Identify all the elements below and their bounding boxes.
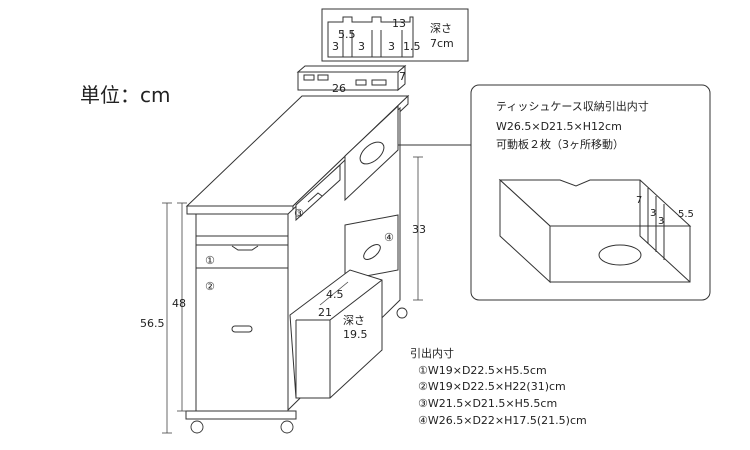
- marker-drawer-4: ④: [384, 231, 394, 244]
- bin-depth-value: 19.5: [343, 328, 368, 341]
- box-back-edge: [639, 180, 691, 283]
- inset-dim-3c: 3: [388, 40, 395, 53]
- box-dim-3b: 3: [658, 216, 664, 227]
- drawer-2-handle: [231, 325, 253, 333]
- callout-size: W26.5×D21.5×H12cm: [496, 120, 622, 133]
- inset-tray-outline: [327, 16, 414, 58]
- inner-dims-title: 引出内寸: [410, 346, 454, 360]
- inset-dim-1-5: 1.5: [403, 40, 421, 53]
- box-front: [549, 225, 691, 283]
- unit-label: 単位：cm: [80, 83, 170, 107]
- inner-dims-item-1: ①W19×D22.5×H5.5cm: [418, 364, 547, 377]
- inset-dim-5-5: 5.5: [338, 28, 356, 41]
- drawer-4-front: [344, 214, 399, 281]
- box-dim-5-5: 5.5: [678, 209, 694, 220]
- inner-dims-item-3: ③W21.5×D21.5×H5.5cm: [418, 397, 557, 410]
- dim-56-5-label: 56.5: [140, 317, 165, 330]
- bin-depth-label: 深さ: [343, 314, 365, 327]
- tissue-box-callout: ティッシュケース収納引出内寸 W26.5×D21.5×H12cm 可動板２枚（3…: [470, 84, 711, 301]
- top-tray-side: [397, 64, 406, 92]
- drawer-4-handle: [363, 244, 381, 260]
- marker-drawer-1: ①: [205, 254, 215, 267]
- inset-frame: [321, 8, 469, 62]
- top-tray-slot-3: [355, 79, 367, 86]
- wheel-front-left: [190, 420, 204, 434]
- inner-dimensions-list: 引出内寸 ①W19×D22.5×H5.5cm ②W19×D22.5×H22(31…: [410, 346, 587, 427]
- top-tray-slot-2: [317, 74, 329, 81]
- top-height-label: 7: [399, 70, 406, 83]
- inner-dims-item-4: ④W26.5×D22×H17.5(21.5)cm: [418, 414, 587, 427]
- inset-dim-3a: 3: [332, 40, 339, 53]
- drawer-1-handle: [231, 245, 259, 251]
- tissue-opening: [359, 141, 385, 165]
- top-tray-top: [296, 65, 407, 73]
- box-dim-7: 7: [636, 195, 642, 206]
- inset-depth-value: 7cm: [430, 37, 454, 50]
- top-width-label: 26: [332, 82, 346, 95]
- inset-dim-3b: 3: [358, 40, 365, 53]
- cabinet-top-edge: [186, 205, 294, 215]
- dim-4-5-label: 4.5: [326, 288, 344, 301]
- inset-width: 13: [392, 17, 406, 30]
- dim-33-label: 33: [412, 223, 426, 236]
- top-tray-inset: 13 5.5 3 3 3 1.5 深さ 7cm: [321, 8, 469, 62]
- dim-21-label: 21: [318, 306, 332, 319]
- cabinet-left-body: [195, 213, 289, 412]
- callout-title: ティッシュケース収納引出内寸: [496, 99, 649, 113]
- box-tissue-opening: [598, 244, 642, 266]
- box-dim-3a: 3: [650, 208, 656, 219]
- wheel-front-right: [280, 420, 294, 434]
- cabinet-drawing: 26 7 ① ②: [140, 64, 472, 434]
- marker-drawer-2: ②: [205, 280, 215, 293]
- inset-depth-label: 深さ: [430, 22, 452, 35]
- bin-dim-line: [319, 281, 349, 306]
- callout-shelf: 可動板２枚（3ヶ所移動）: [496, 137, 624, 151]
- dim-48-label: 48: [172, 297, 186, 310]
- top-tray-slot-4: [371, 79, 387, 86]
- bin-top-edge: [296, 279, 383, 321]
- tissue-drawer-front: [344, 104, 399, 202]
- top-tray-slot-1: [303, 74, 315, 81]
- drawer-3-handle: [307, 192, 323, 203]
- cabinet-base: [185, 410, 297, 420]
- marker-drawer-3: ③: [294, 207, 304, 220]
- wheel-back-right: [396, 307, 408, 319]
- inner-dims-item-2: ②W19×D22.5×H22(31)cm: [418, 380, 566, 393]
